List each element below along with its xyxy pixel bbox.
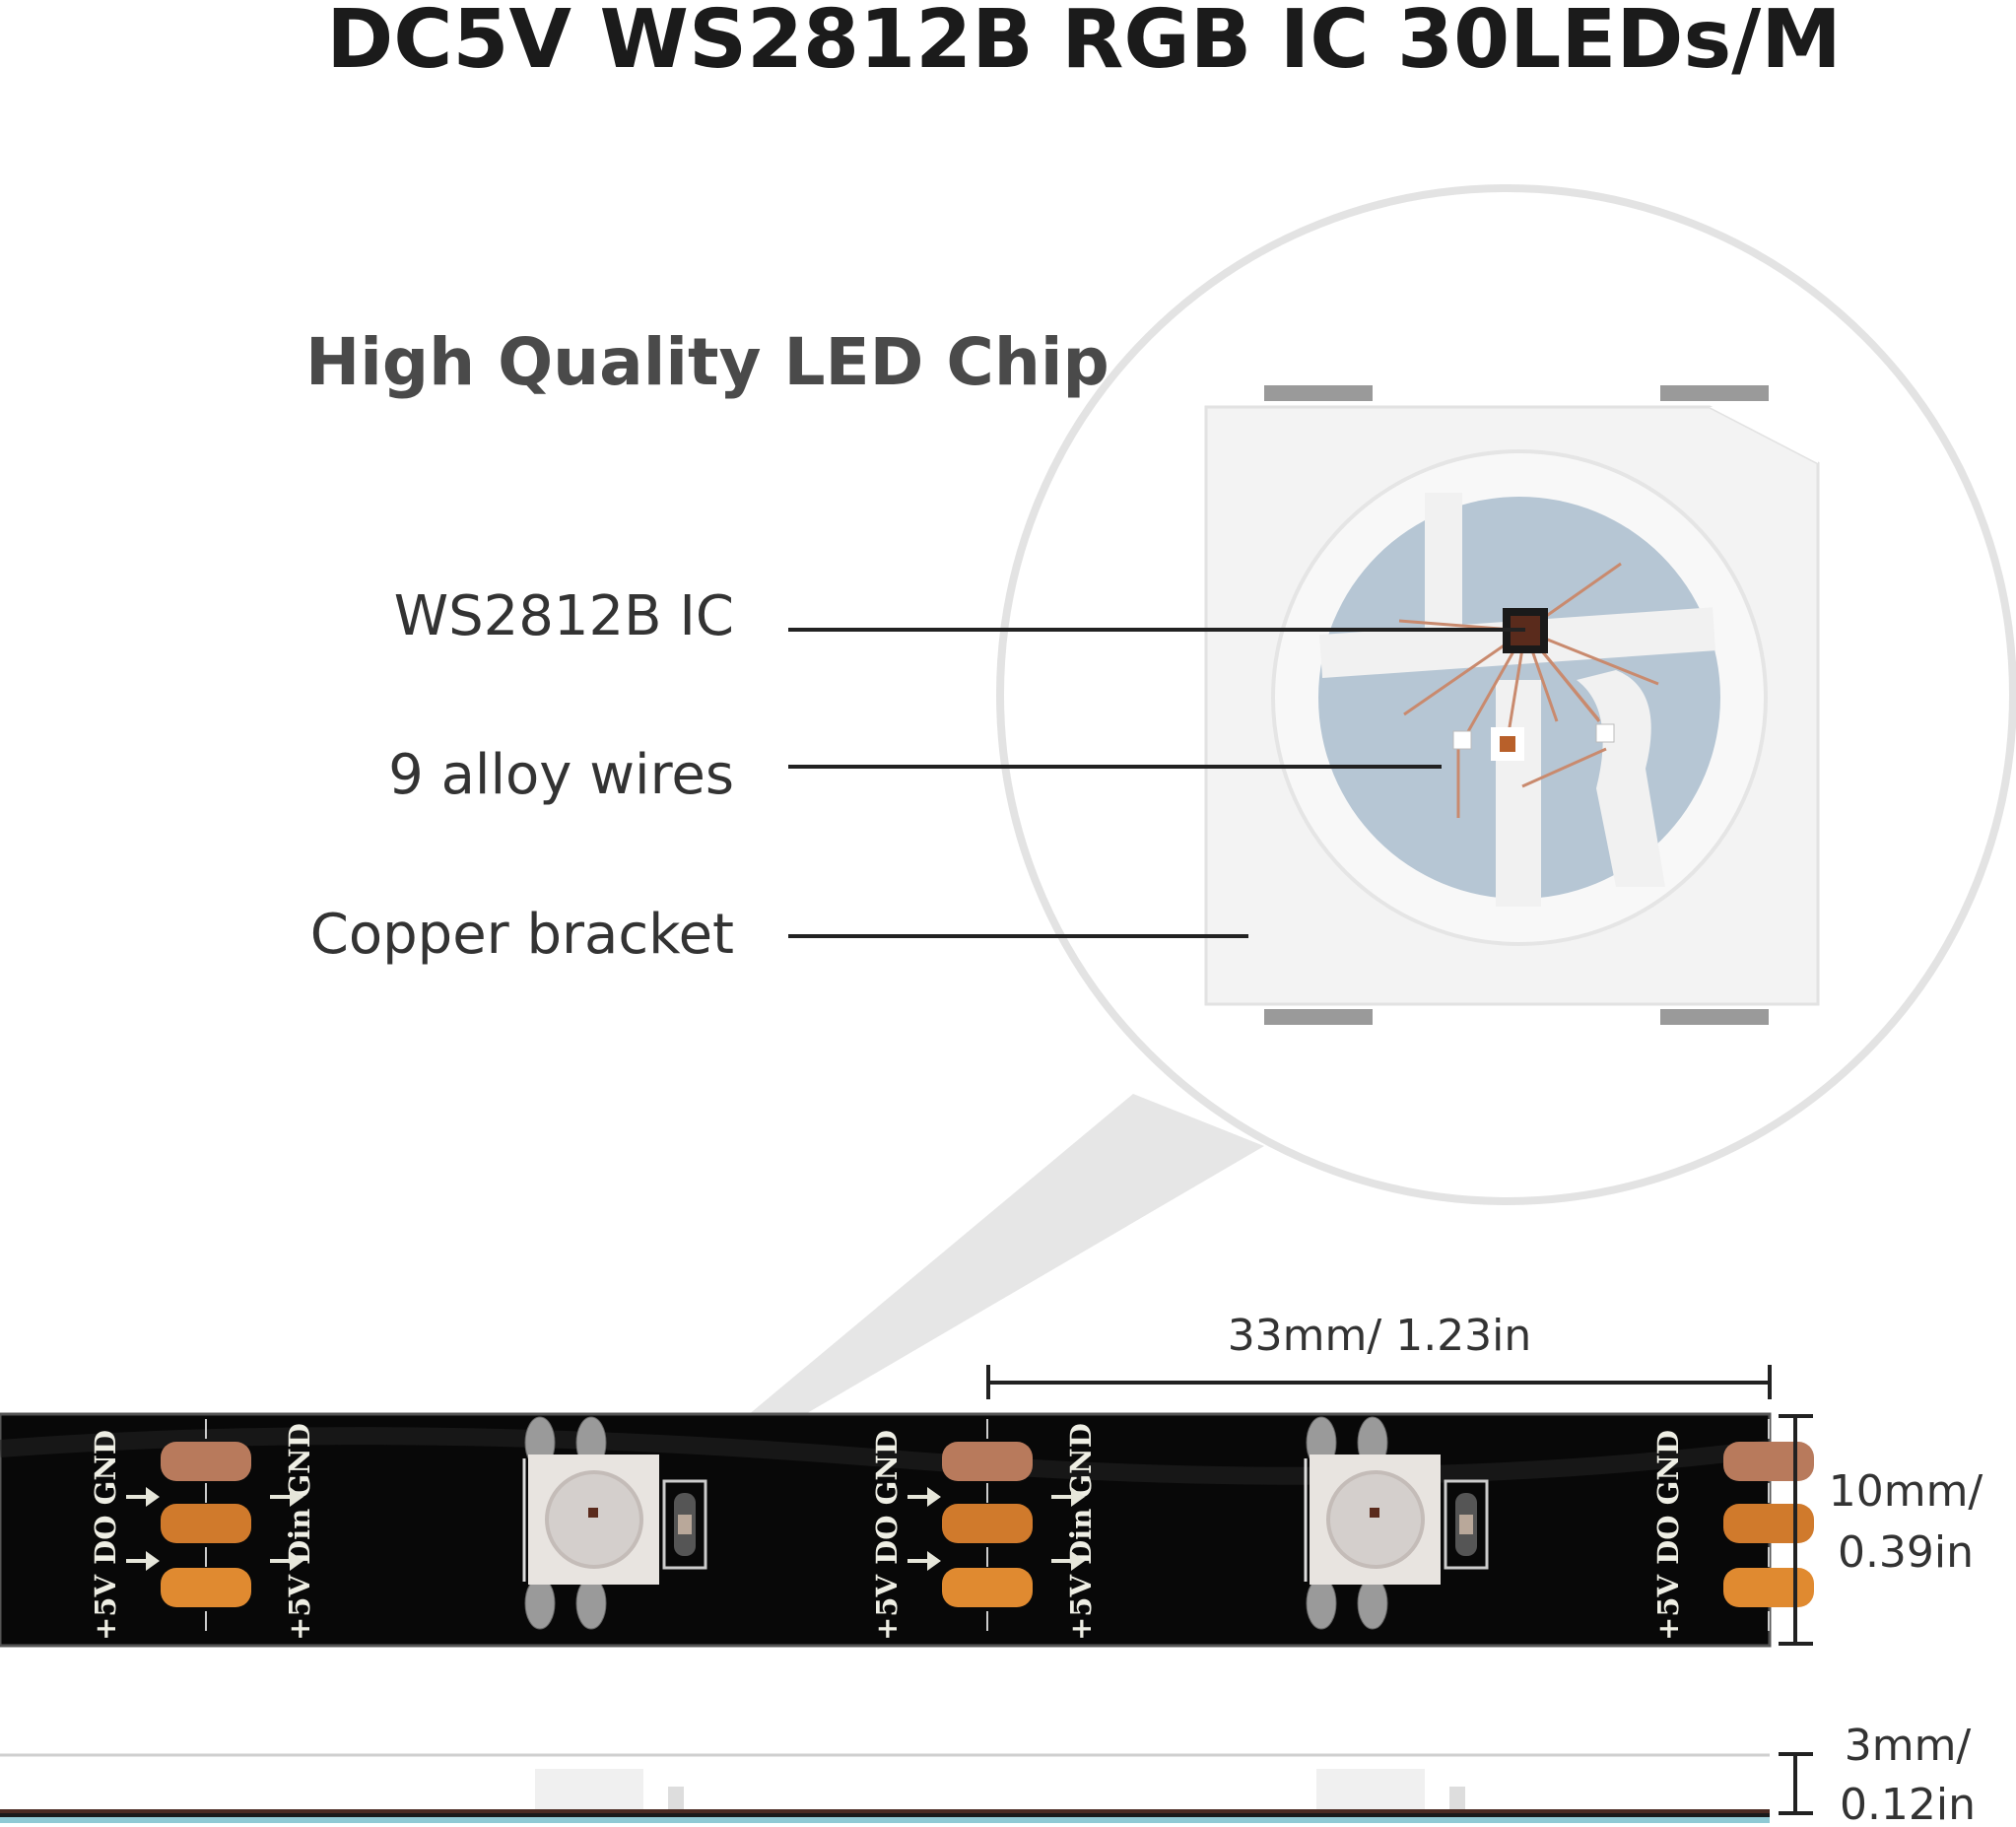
- callout-bracket-label: Copper bracket: [310, 903, 734, 967]
- solder-pad: [161, 1442, 251, 1481]
- solder-pad: [161, 1504, 251, 1543]
- arrow-right-icon: [1051, 1487, 1085, 1507]
- strip-segment: +5V DO GND: [1651, 1419, 1814, 1641]
- arrow-right-icon: [270, 1551, 303, 1571]
- callout-wires-label: 9 alloy wires: [388, 743, 734, 807]
- pcb-label-input: +5V Din GND: [1064, 1423, 1098, 1641]
- solder-pad: [161, 1568, 251, 1607]
- pcb-label-output: +5V DO GND: [1651, 1430, 1685, 1641]
- width-dimension-line: [1779, 1414, 1813, 1646]
- pcb-label-output: +5V DO GND: [89, 1430, 122, 1641]
- page-title: DC5V WS2812B RGB IC 30LEDs/M: [326, 0, 1842, 87]
- thickness-mm-label: 3mm/: [1845, 1721, 1972, 1771]
- thickness-in-label: 0.12in: [1840, 1780, 1976, 1827]
- led-strip-side-view: [0, 1753, 1770, 1823]
- solder-pad: [942, 1442, 1033, 1481]
- magnifier-cone: [658, 1094, 1264, 1498]
- led-chip: [1304, 1416, 1441, 1630]
- pcb-label-input: +5V Din GND: [283, 1423, 316, 1641]
- resistor: [1444, 1479, 1489, 1570]
- strip-segment: +5V DO GND +5V Din GND: [870, 1416, 1489, 1641]
- solder-pad: [1723, 1568, 1814, 1607]
- led-chip: [522, 1416, 659, 1630]
- arrow-right-icon: [1051, 1551, 1085, 1571]
- solder-pad: [1723, 1504, 1814, 1543]
- callout-ic-label: WS2812B IC: [394, 584, 734, 648]
- width-mm-label: 10mm/: [1829, 1466, 1983, 1517]
- solder-pad: [942, 1568, 1033, 1607]
- arrow-right-icon: [270, 1487, 303, 1507]
- solder-pad: [942, 1504, 1033, 1543]
- arrow-right-icon: [907, 1487, 941, 1507]
- resistor: [662, 1479, 707, 1570]
- strip-segment: +5V DO GND +5V Din GND: [89, 1416, 707, 1641]
- led-chip-enlarged: [1204, 385, 1820, 1025]
- led-strip: +5V DO GND +5V Din GND +5V DO GND +5V Din G…: [0, 1412, 1814, 1648]
- arrow-right-icon: [126, 1487, 160, 1507]
- section-subtitle: High Quality LED Chip: [305, 324, 1109, 400]
- arrow-right-icon: [907, 1551, 941, 1571]
- solder-pad: [1723, 1442, 1814, 1481]
- arrow-right-icon: [126, 1551, 160, 1571]
- pitch-dimension-line: [986, 1365, 1772, 1399]
- thickness-dimension-line: [1779, 1752, 1813, 1815]
- pitch-dimension-label: 33mm/ 1.23in: [1228, 1311, 1532, 1361]
- pcb-label-output: +5V DO GND: [870, 1430, 904, 1641]
- width-in-label: 0.39in: [1838, 1527, 1974, 1578]
